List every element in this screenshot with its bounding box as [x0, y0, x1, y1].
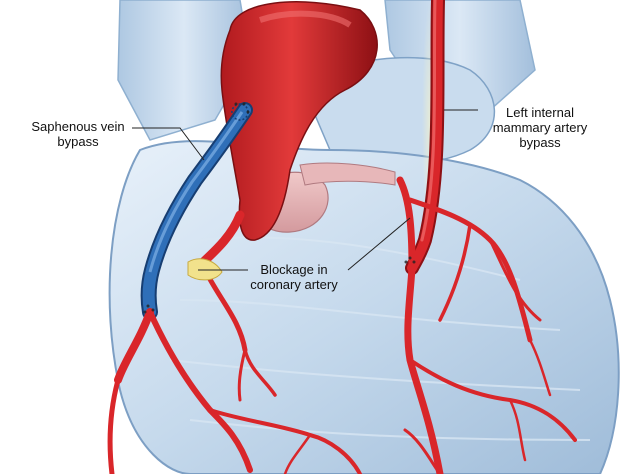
leader-lines — [132, 109, 478, 271]
arterial-blockage — [187, 258, 223, 281]
left-coronary-branches — [396, 176, 577, 474]
leader-saphenous — [132, 127, 205, 161]
anastomosis-sutures — [143, 102, 416, 314]
great-vessel-left — [117, 0, 251, 141]
label-saphenous-vein-bypass: Saphenous vein bypass — [31, 119, 125, 149]
leader-blockage-2 — [347, 217, 411, 271]
distal-coronary-branches — [107, 308, 362, 474]
saphenous-vein-graft — [140, 102, 253, 320]
internal-mammary-artery-graft — [405, 0, 445, 275]
label-left-internal-mammary-artery-bypass: Left internal mammary artery bypass — [492, 105, 588, 150]
aorta — [220, 1, 378, 241]
aorta-highlight — [259, 10, 352, 28]
label-blockage-in-coronary-artery: Blockage in coronary artery — [250, 262, 338, 292]
pink-tube — [299, 162, 396, 186]
